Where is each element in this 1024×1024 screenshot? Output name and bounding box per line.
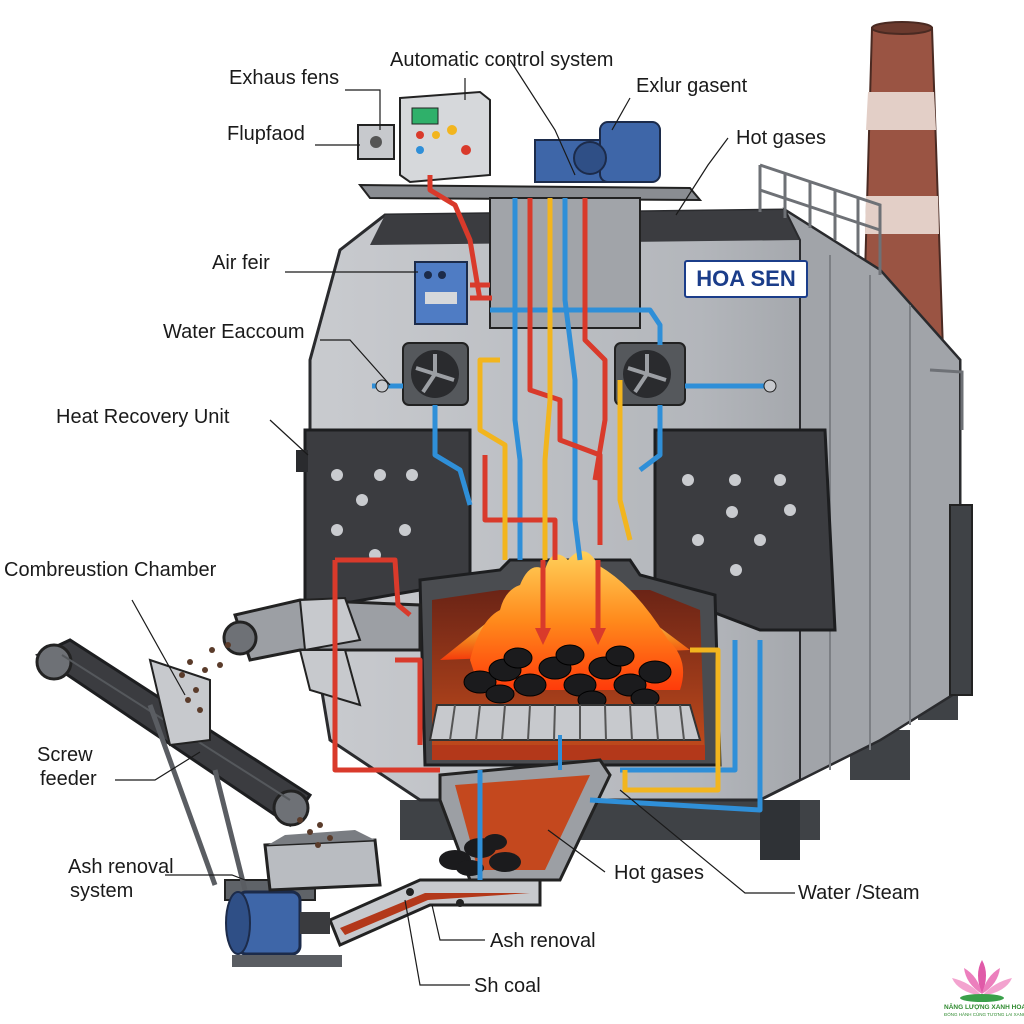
- heat-recovery-panel-left: [296, 428, 472, 612]
- pipes-hot: [332, 175, 608, 773]
- flue-valve: [357, 124, 395, 160]
- heat-recovery-panel-right: [653, 428, 837, 632]
- ash-conveyor: [328, 878, 542, 948]
- automatic-control-cabinet: [399, 90, 491, 184]
- label-sh-coal: Sh coal: [474, 975, 541, 997]
- pipes-cold: [432, 198, 763, 880]
- label-hot-gases-bottom: Hot gases: [614, 862, 705, 884]
- exhaust-motor: [534, 121, 661, 183]
- label-screw-feeder-1: Screw: [37, 744, 93, 766]
- fan-left: [372, 342, 469, 406]
- grate: [428, 704, 702, 741]
- combustion-chamber: [418, 551, 722, 767]
- label-hot-gases-top: Hot gases: [736, 127, 827, 149]
- label-water-eaccoum: Water Eaccoum: [163, 321, 305, 343]
- ash-bin: [263, 830, 382, 892]
- air-feir-box: [414, 261, 468, 325]
- screw-feeder-conveyor: [34, 638, 313, 891]
- leader-lines: [115, 59, 795, 986]
- hoa-sen-logo: NĂNG LƯỢNG XANH HOA SEN ĐÓNG HÀNH CÙNG T…: [944, 954, 1024, 1020]
- label-heat-recovery: Heat Recovery Unit: [56, 406, 230, 428]
- label-ash-removal-system-1: Ash renoval: [68, 856, 174, 878]
- motor: [224, 879, 342, 967]
- top-railing: [758, 163, 964, 430]
- label-ash-removal-system-2: system: [70, 880, 134, 902]
- label-water-steam: Water /Steam: [798, 882, 920, 904]
- logo-text-line2: ĐÓNG HÀNH CÙNG TƯƠNG LAI XANH: [944, 1012, 1024, 1017]
- fan-right: [614, 342, 777, 406]
- lotus-icon: [952, 960, 1012, 1002]
- label-exhaus-fens: Exhaus fens: [229, 67, 340, 89]
- brand-panel-text: HOA SEN: [696, 266, 796, 291]
- label-air-feir: Air feir: [212, 252, 270, 274]
- brand-panel: HOA SEN: [684, 260, 808, 298]
- label-screw-feeder-2: feeder: [40, 768, 97, 790]
- pipes-yellow: [477, 198, 721, 793]
- label-ash-renoval: Ash renoval: [490, 930, 596, 952]
- label-automatic-control: Automatic control system: [390, 49, 614, 71]
- label-flupfaod: Flupfaod: [227, 123, 305, 145]
- logo-text-line1: NĂNG LƯỢNG XANH HOA SEN: [944, 1004, 1024, 1011]
- label-combustion-chamber: Combreustion Chamber: [4, 559, 217, 581]
- coal-stream: [179, 642, 333, 848]
- label-exlur-gasent: Exlur gasent: [636, 75, 748, 97]
